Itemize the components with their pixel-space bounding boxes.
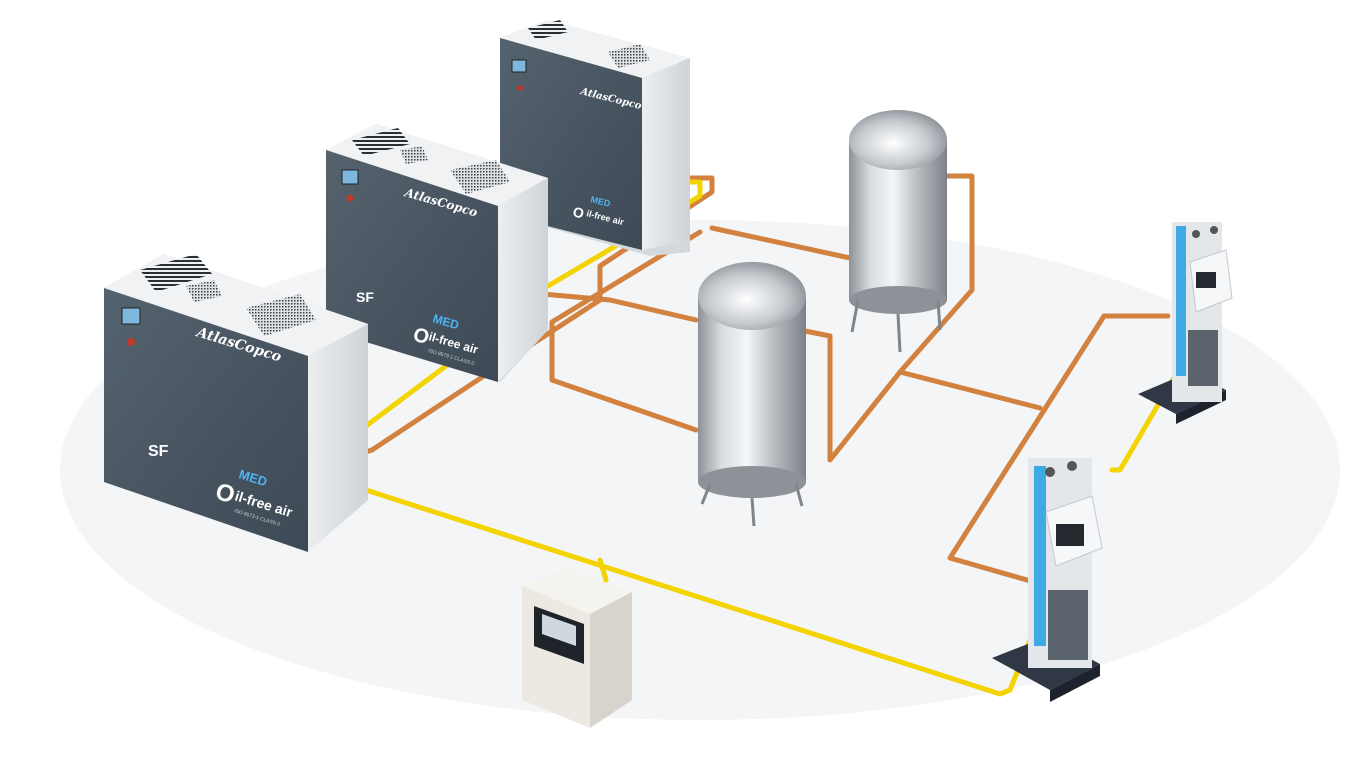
product-letter-o: O — [571, 203, 586, 221]
vent-grille-icon — [608, 44, 650, 68]
compressor-unit-front: AtlasCopco SF O MED il-free air ISO 8573… — [104, 254, 368, 552]
emergency-stop-icon — [346, 194, 354, 202]
vent-grille-icon — [450, 160, 510, 194]
dryer-unit-front — [992, 458, 1103, 702]
display-screen-icon — [1056, 524, 1084, 546]
display-screen-icon — [121, 307, 141, 325]
vent-grille-icon — [528, 20, 568, 40]
vent-grille-icon — [140, 254, 212, 292]
vent-grille-icon — [246, 294, 316, 336]
vent-grille-icon — [186, 280, 222, 302]
emergency-stop-icon — [127, 338, 135, 346]
emergency-stop-icon — [517, 85, 523, 91]
air-receiver-tank-rear — [849, 110, 947, 353]
display-screen-icon — [511, 59, 527, 73]
sf-badge: SF — [148, 443, 169, 460]
display-screen-icon — [1196, 272, 1216, 288]
vent-grille-icon — [352, 128, 410, 156]
copper-pipe-network — [353, 173, 1171, 585]
control-cabinet — [522, 568, 632, 728]
display-screen-icon — [341, 169, 359, 185]
dryer-unit-rear — [1138, 222, 1233, 424]
med-badge: MED — [590, 194, 612, 209]
product-letter-o: O — [411, 324, 432, 349]
compressor-unit-middle: AtlasCopco SF O MED il-free air ISO 8573… — [326, 124, 548, 382]
air-receiver-tank-front — [698, 262, 806, 527]
sf-badge: SF — [356, 289, 374, 305]
vent-grille-icon — [400, 146, 428, 164]
